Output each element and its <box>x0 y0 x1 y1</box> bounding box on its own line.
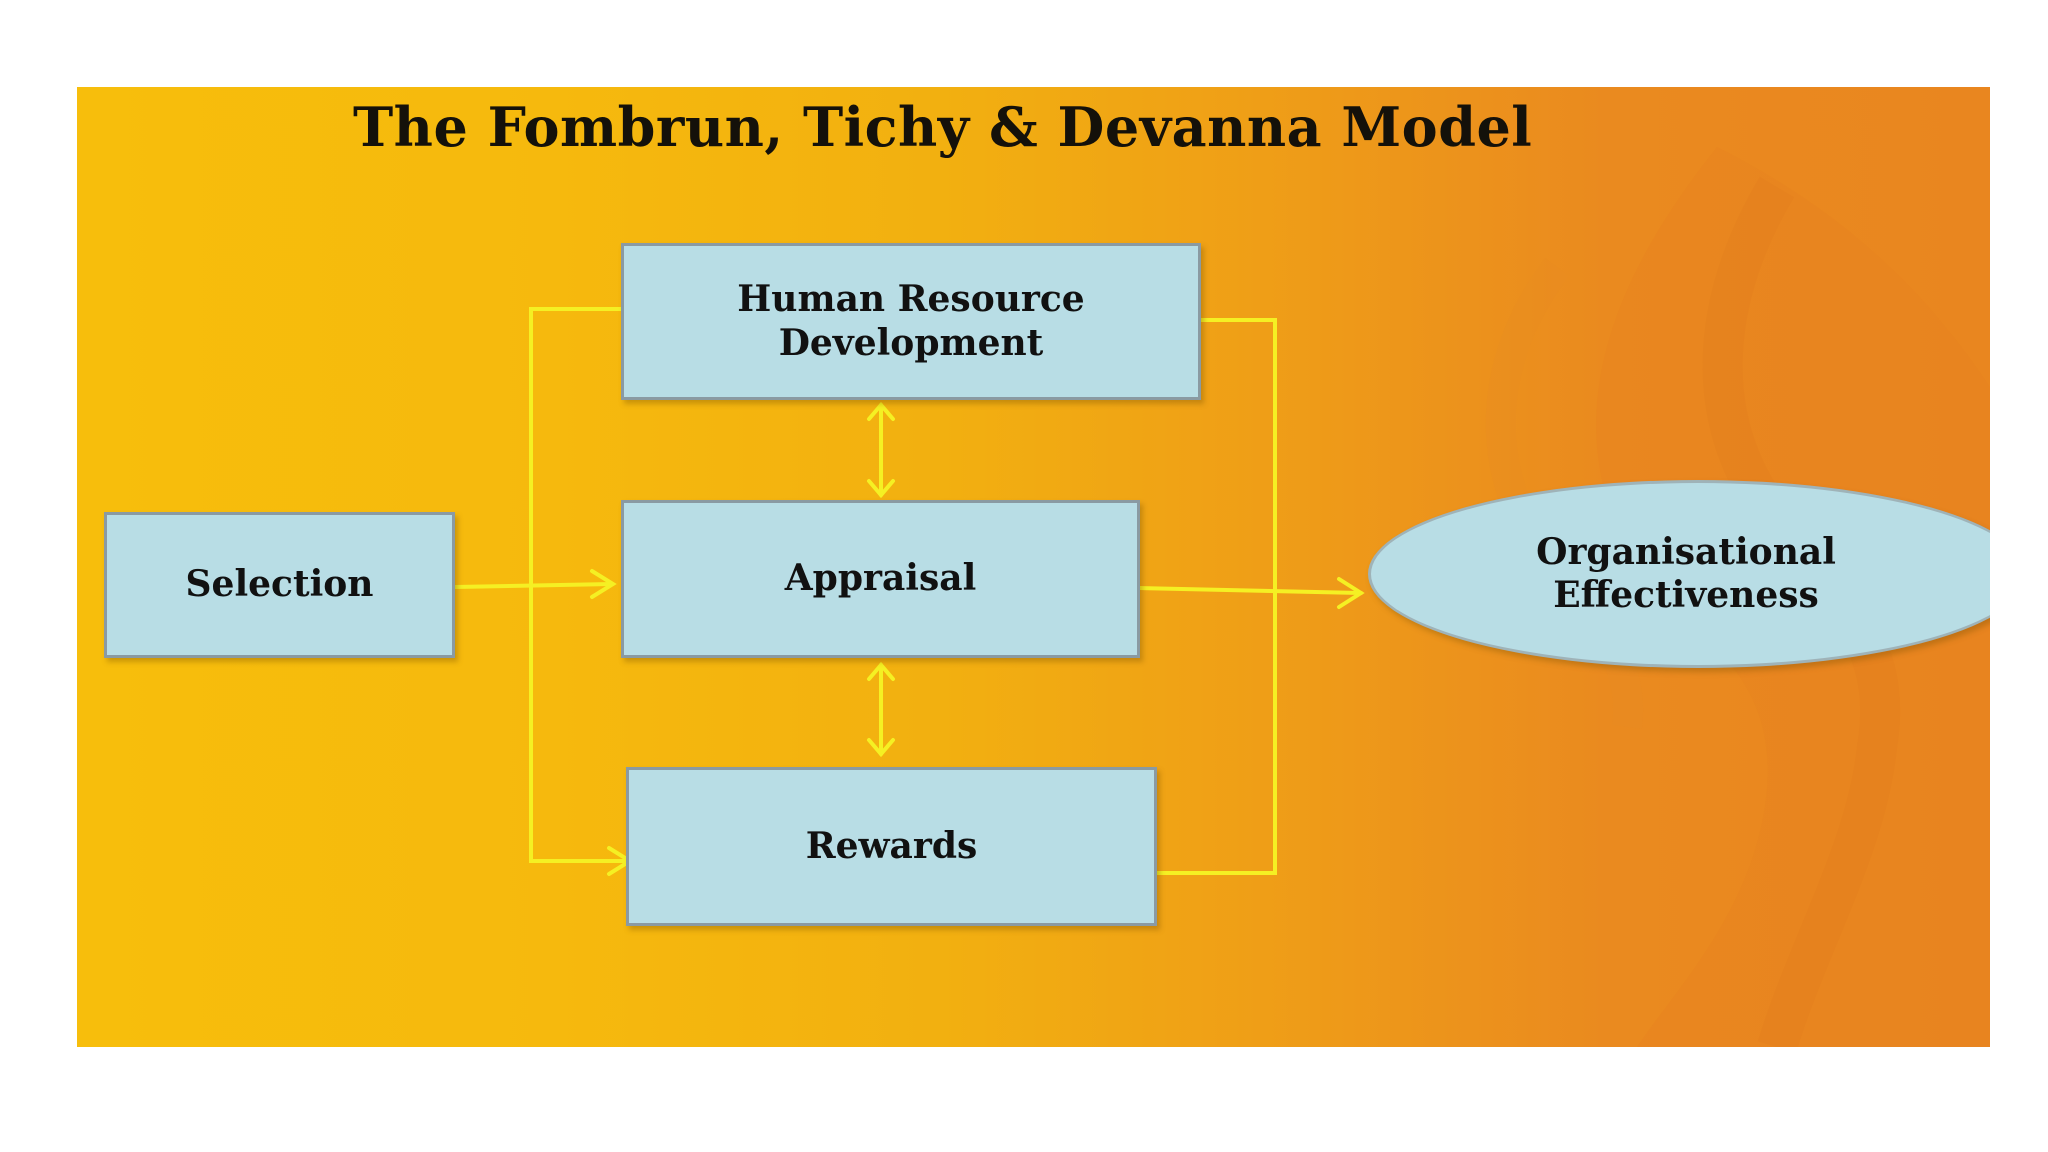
slide: The Fombrun, Tichy & Devanna Model <box>77 87 1990 1047</box>
right-bus-line <box>1155 318 1277 875</box>
node-appraisal: Appraisal <box>621 500 1140 658</box>
node-selection-label: Selection <box>185 563 374 606</box>
node-effectiveness-label: Organisational Effectiveness <box>1536 530 1836 616</box>
node-appraisal-label: Appraisal <box>784 557 977 600</box>
node-rewards-label: Rewards <box>805 824 978 867</box>
node-selection: Selection <box>104 512 455 658</box>
node-hrd-label: Human Resource Development <box>737 278 1085 364</box>
arrow-appraisal-to-effectiveness <box>1138 586 1363 595</box>
left-bus-line <box>529 307 639 863</box>
node-effectiveness: Organisational Effectiveness <box>1368 480 1990 668</box>
node-rewards: Rewards <box>626 767 1157 926</box>
diagram-title: The Fombrun, Tichy & Devanna Model <box>353 95 1533 159</box>
connector-layer <box>453 307 1365 876</box>
node-hrd: Human Resource Development <box>621 243 1201 400</box>
arrow-selection-to-appraisal <box>453 582 614 589</box>
